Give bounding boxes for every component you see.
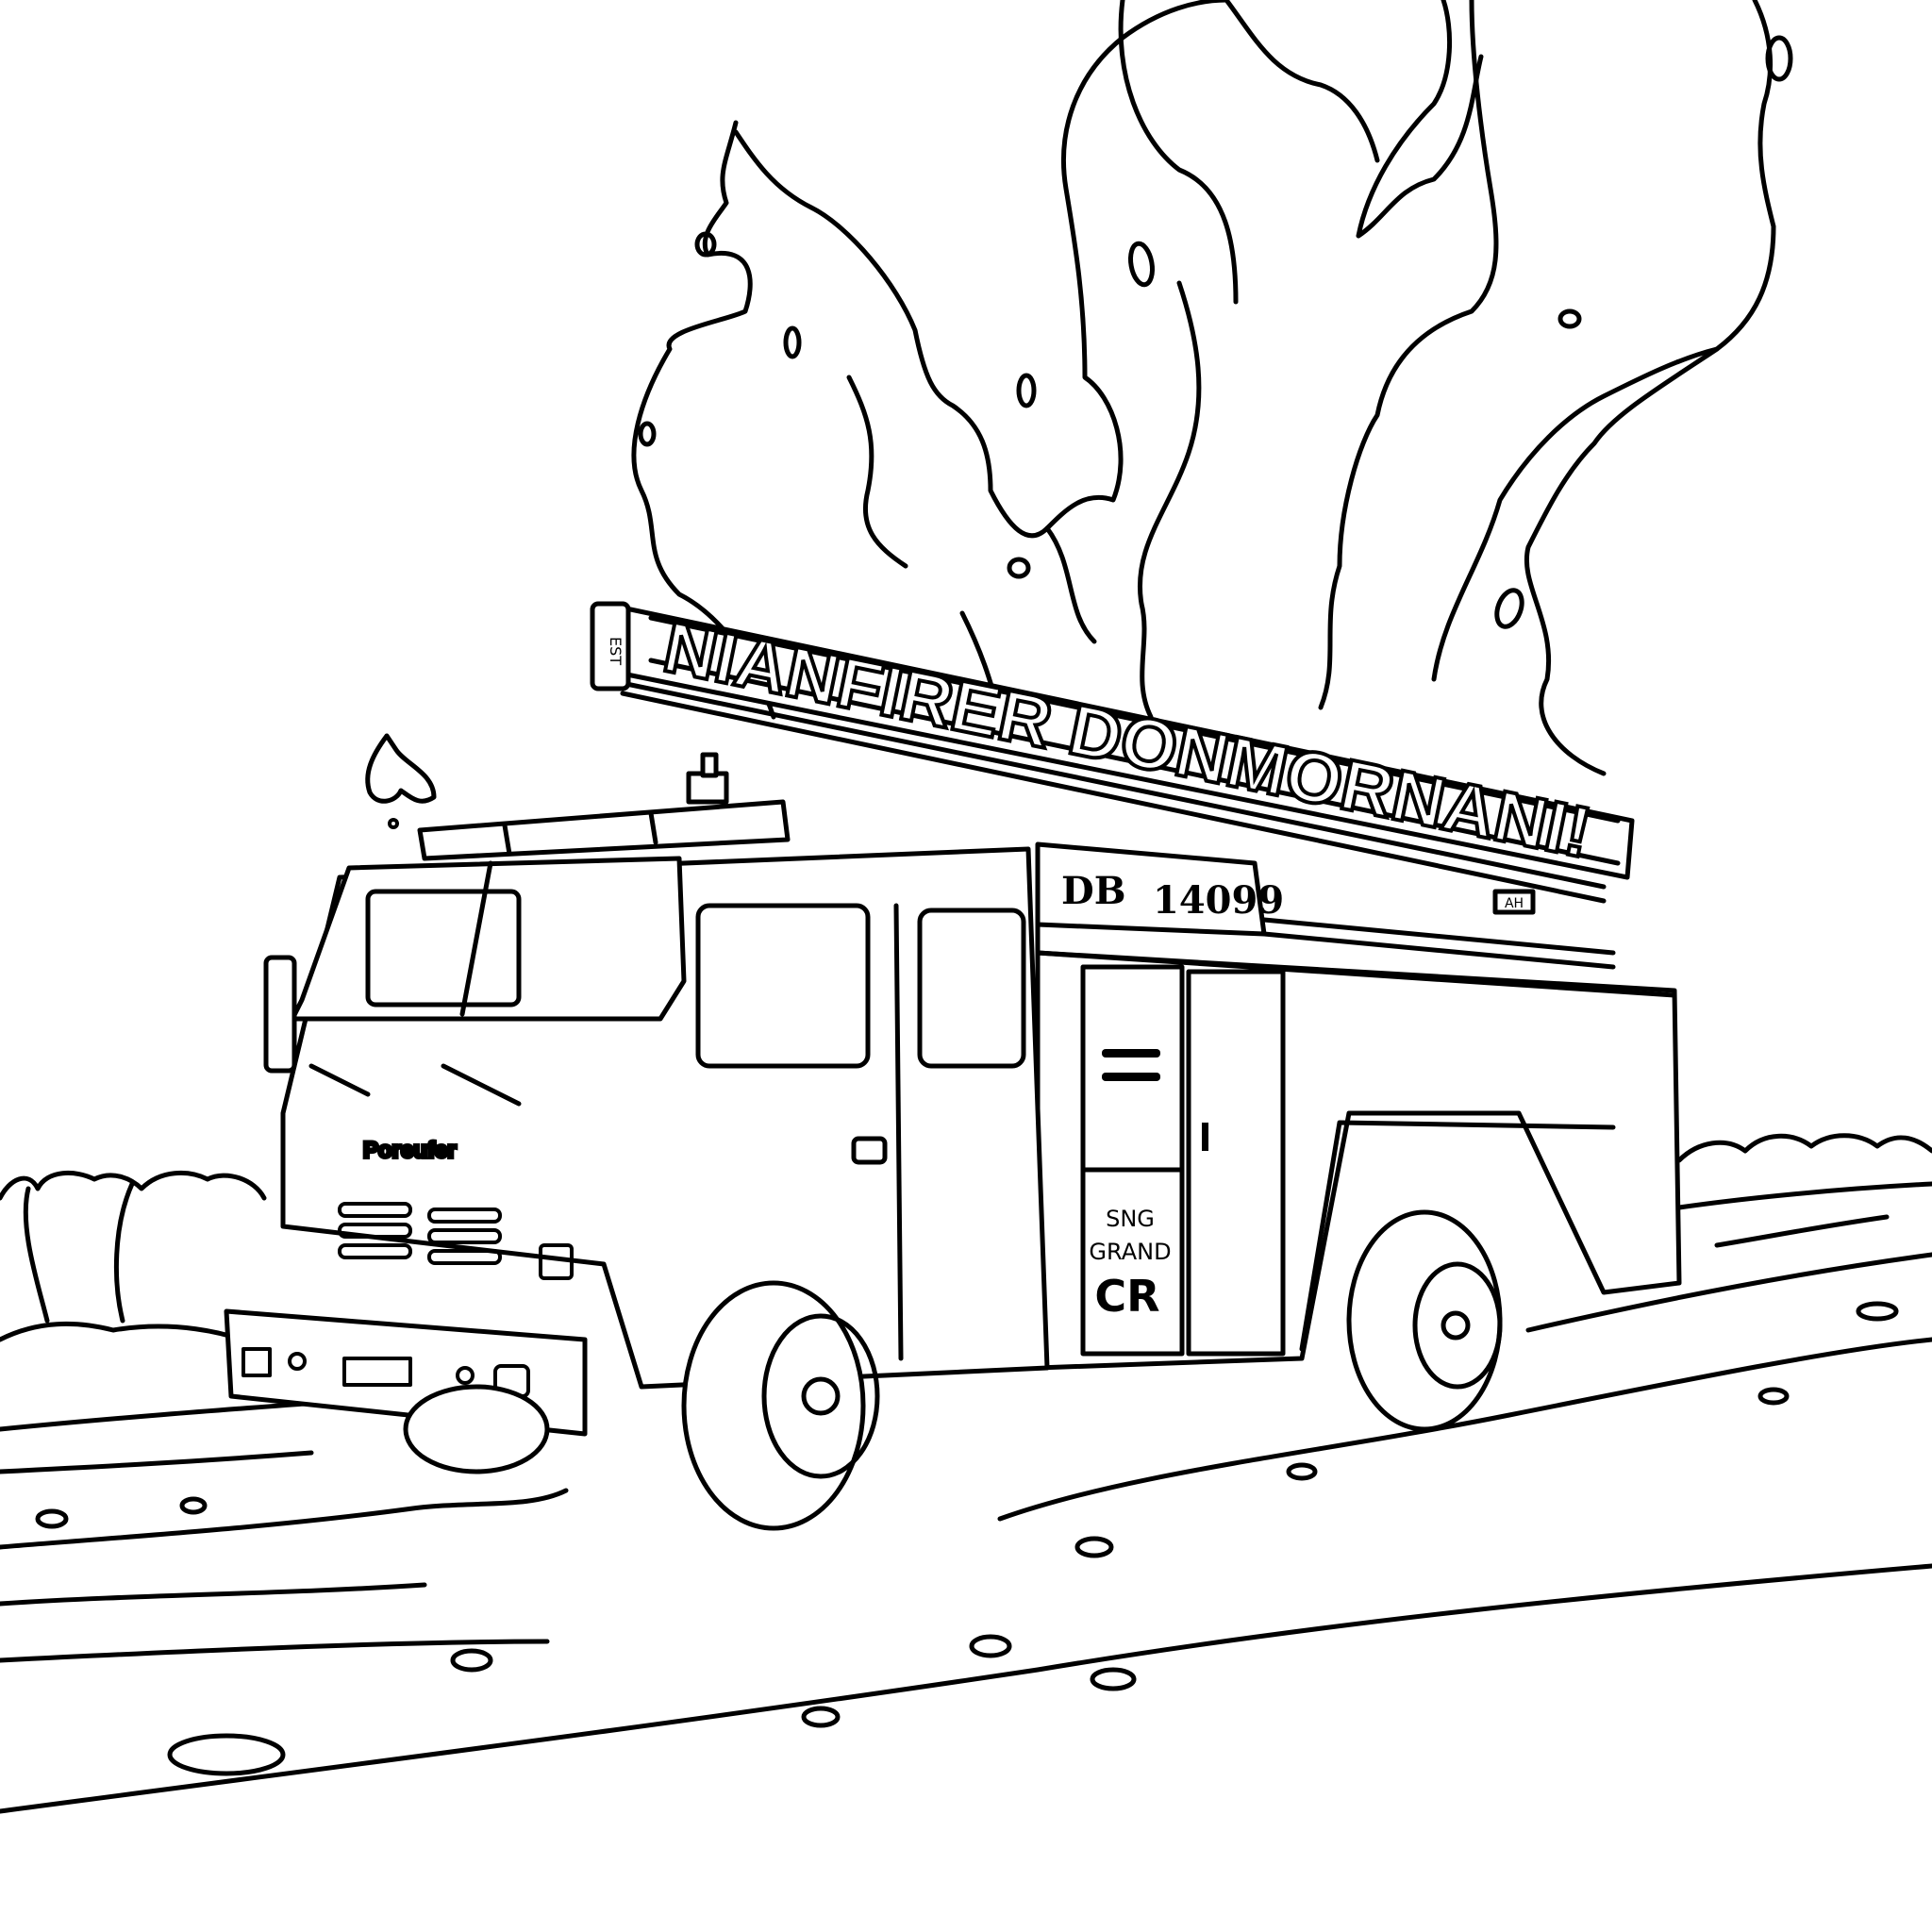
unit-number: 14099 — [1153, 878, 1284, 923]
road — [0, 1214, 1932, 1814]
cab: Poreufer — [224, 799, 1050, 1437]
cab-logo: Poreufer — [363, 1138, 457, 1163]
door-label-line3: CR — [1094, 1271, 1159, 1322]
bushes — [0, 1133, 1932, 1352]
flames — [365, 0, 1793, 829]
door-label-line2: GRAND — [1089, 1239, 1171, 1265]
grille — [338, 1202, 574, 1280]
rear-plate: AH — [1505, 896, 1524, 911]
ladder-sign: NIANFIRER DONMORNANI! — [658, 607, 1598, 874]
unit-prefix: DB — [1061, 869, 1126, 913]
wheels — [403, 1209, 1503, 1531]
door-label-line1: SNG — [1106, 1206, 1155, 1232]
ladder-end-badge: EST — [607, 637, 625, 665]
rear-body: SNG GRAND CR DB 14099 AH — [1035, 841, 1682, 1371]
